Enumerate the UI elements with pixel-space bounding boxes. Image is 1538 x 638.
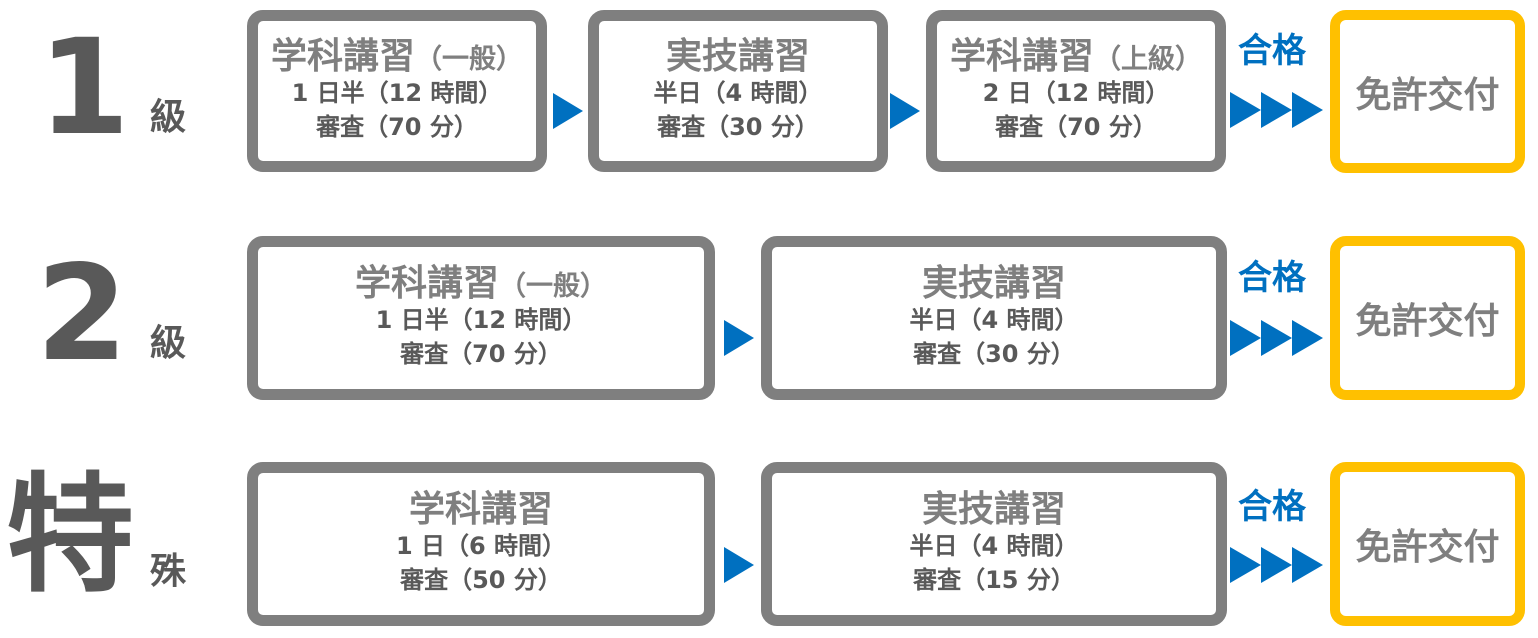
pass-label: 合格 (1238, 258, 1306, 298)
step-title: 実技講習 (665, 36, 810, 78)
row1-step3-box: 学科講習（上級） 2 日（12 時間） 審査（70 分） (926, 10, 1226, 172)
row1-step2-box: 実技講習 半日（4 時間） 審査（30 分） (588, 10, 888, 172)
step-duration: 半日（4 時間） (653, 78, 823, 107)
step-title: 学科講習（上級） (949, 36, 1202, 78)
row2-step2-box: 実技講習 半日（4 時間） 審査（30 分） (761, 236, 1227, 400)
step-duration: 2 日（12 時間） (982, 78, 1170, 107)
license-box: 免許交付 (1330, 236, 1525, 400)
row3-step2-box: 実技講習 半日（4 時間） 審査（15 分） (761, 462, 1227, 626)
pass-label: 合格 (1238, 487, 1306, 527)
license-label: 免許交付 (1355, 527, 1500, 568)
grade-special-char: 特 (6, 461, 135, 610)
triple-arrow-icon (1230, 547, 1323, 583)
step-title: 学科講習 (408, 489, 553, 531)
license-label: 免許交付 (1355, 74, 1500, 116)
arrow-right-icon (553, 93, 583, 129)
step-exam: 審査（70 分） (400, 339, 562, 368)
step-title: 学科講習（一般） (354, 263, 607, 305)
step-exam: 審査（50 分） (400, 565, 562, 594)
step-title: 実技講習 (921, 489, 1066, 531)
row3-step1-box: 学科講習 1 日（6 時間） 審査（50 分） (247, 462, 715, 626)
license-box: 免許交付 (1330, 10, 1525, 173)
triple-arrow-icon (1230, 92, 1323, 128)
grade-2-suffix: 級 (150, 323, 187, 364)
step-exam: 審査（30 分） (913, 339, 1075, 368)
arrow-right-icon (724, 320, 754, 356)
grade-2-number: 2 (36, 237, 128, 391)
step-exam: 審査（15 分） (913, 565, 1075, 594)
step-exam: 審査（70 分） (316, 112, 478, 141)
grade-1-number: 1 (38, 11, 130, 165)
step-exam: 審査（30 分） (657, 112, 819, 141)
step-duration: 半日（4 時間） (909, 305, 1079, 334)
step-duration: 1 日（6 時間） (395, 531, 567, 560)
license-label: 免許交付 (1355, 301, 1500, 342)
arrow-right-icon (890, 93, 920, 129)
arrow-right-icon (724, 547, 754, 583)
grade-1-suffix: 級 (150, 97, 187, 138)
pass-label: 合格 (1238, 31, 1306, 71)
step-duration: 1 日半（12 時間） (291, 78, 503, 107)
row2-step1-box: 学科講習（一般） 1 日半（12 時間） 審査（70 分） (247, 236, 715, 400)
triple-arrow-icon (1230, 320, 1323, 356)
grade-special-suffix: 殊 (150, 551, 187, 592)
step-exam: 審査（70 分） (995, 112, 1157, 141)
step-title: 学科講習（一般） (270, 36, 523, 78)
step-title: 実技講習 (921, 263, 1066, 305)
row1-step1-box: 学科講習（一般） 1 日半（12 時間） 審査（70 分） (247, 10, 547, 172)
step-duration: 1 日半（12 時間） (375, 305, 587, 334)
license-box: 免許交付 (1330, 462, 1525, 626)
step-duration: 半日（4 時間） (909, 531, 1079, 560)
